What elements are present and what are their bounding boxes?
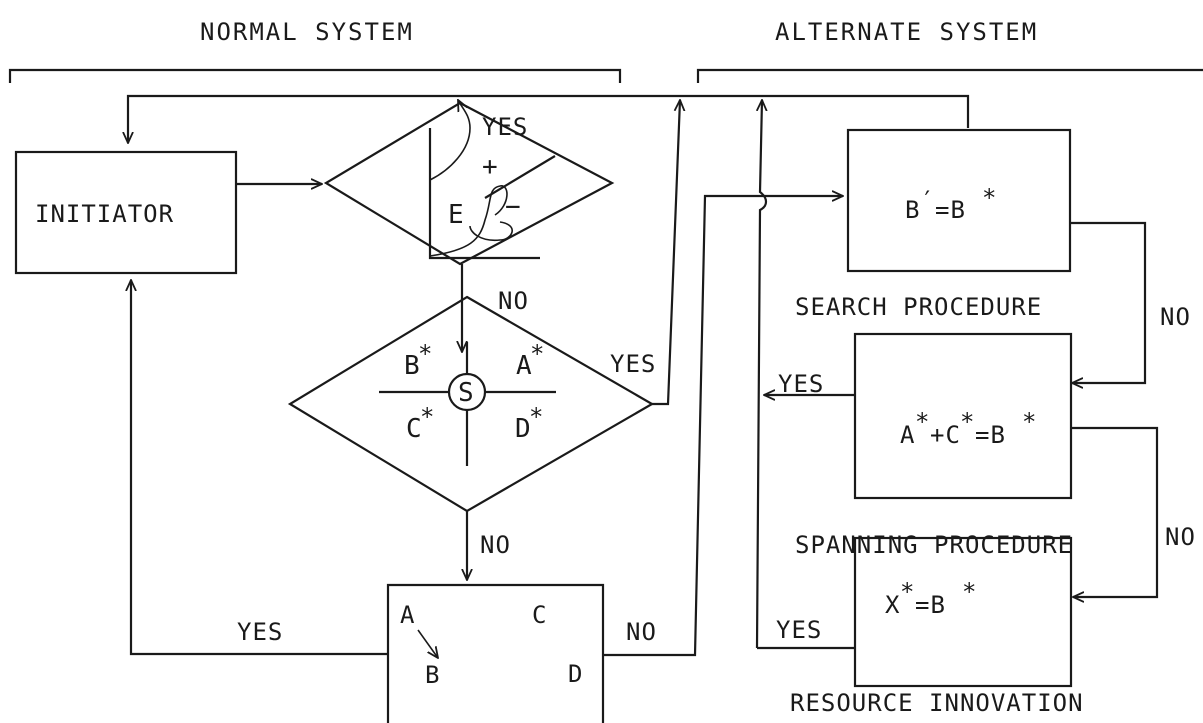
e-label: E: [448, 200, 464, 230]
s-diamond-no-label: NO: [480, 531, 511, 559]
search-star: *: [982, 184, 997, 212]
abcd-c: C: [532, 601, 547, 629]
resource-eq-b: =B: [915, 591, 946, 619]
search-procedure-caption: SEARCH PROCEDURE: [795, 293, 1042, 321]
spanning-no-label: NO: [1165, 523, 1196, 551]
normal-system-bracket: [10, 70, 620, 83]
abcd-yes-label: YES: [237, 618, 283, 646]
spanning-b-star: *: [1022, 408, 1037, 436]
spanning-plus-c: +C: [930, 421, 961, 449]
resource-b-star: *: [962, 578, 977, 606]
search-no-line: [1070, 223, 1145, 383]
a-to-b-arrow: [418, 630, 438, 658]
spanning-a-star: *: [915, 408, 930, 436]
s-label: S: [458, 378, 474, 408]
resource-x-star: *: [900, 578, 915, 606]
abcd-box: [388, 585, 603, 723]
abcd-no-label: NO: [626, 618, 657, 646]
search-no-label: NO: [1160, 303, 1191, 331]
spanning-yes-label: YES: [778, 370, 824, 398]
resource-innovation-caption: RESOURCE INNOVATION: [790, 689, 1084, 717]
evaluation-no-label: NO: [498, 287, 529, 315]
spanning-a: A: [900, 421, 915, 449]
s-quadrant-d-star: *: [529, 403, 544, 431]
spanning-c-star: *: [960, 408, 975, 436]
evaluation-yes-label: YES: [482, 113, 528, 141]
negative-region-label: −: [505, 192, 521, 222]
search-eq-b: =B: [935, 196, 966, 224]
spanning-eq-b: =B: [975, 421, 1006, 449]
s-quadrant-b-star: *: [418, 340, 433, 368]
abcd-a: A: [400, 601, 415, 629]
spanning-procedure-caption: SPANNING PROCEDURE: [795, 531, 1073, 559]
abcd-no-line: [603, 196, 843, 655]
abcd-yes-loop: [131, 280, 388, 654]
search-prime: ′: [920, 186, 935, 214]
positive-region-label: +: [482, 152, 498, 182]
spanning-no-line: [1071, 428, 1157, 597]
evaluation-diamond: [326, 103, 612, 264]
abcd-b: B: [425, 661, 440, 689]
search-b: B: [905, 196, 920, 224]
abcd-d: D: [568, 660, 583, 688]
s-quadrant-c-star: *: [420, 403, 435, 431]
resource-yes-label: YES: [776, 616, 822, 644]
alternate-system-header: ALTERNATE SYSTEM: [775, 18, 1038, 46]
s-quadrant-a-star: *: [530, 340, 545, 368]
alternate-system-bracket: [698, 70, 1203, 83]
s-diamond-yes-label: YES: [610, 350, 656, 378]
initiator-label: INITIATOR: [35, 200, 174, 228]
resource-x: X: [885, 591, 900, 619]
normal-system-header: NORMAL SYSTEM: [200, 18, 414, 46]
top-loop-line: [128, 96, 968, 143]
alternate-return-line: [757, 100, 766, 648]
